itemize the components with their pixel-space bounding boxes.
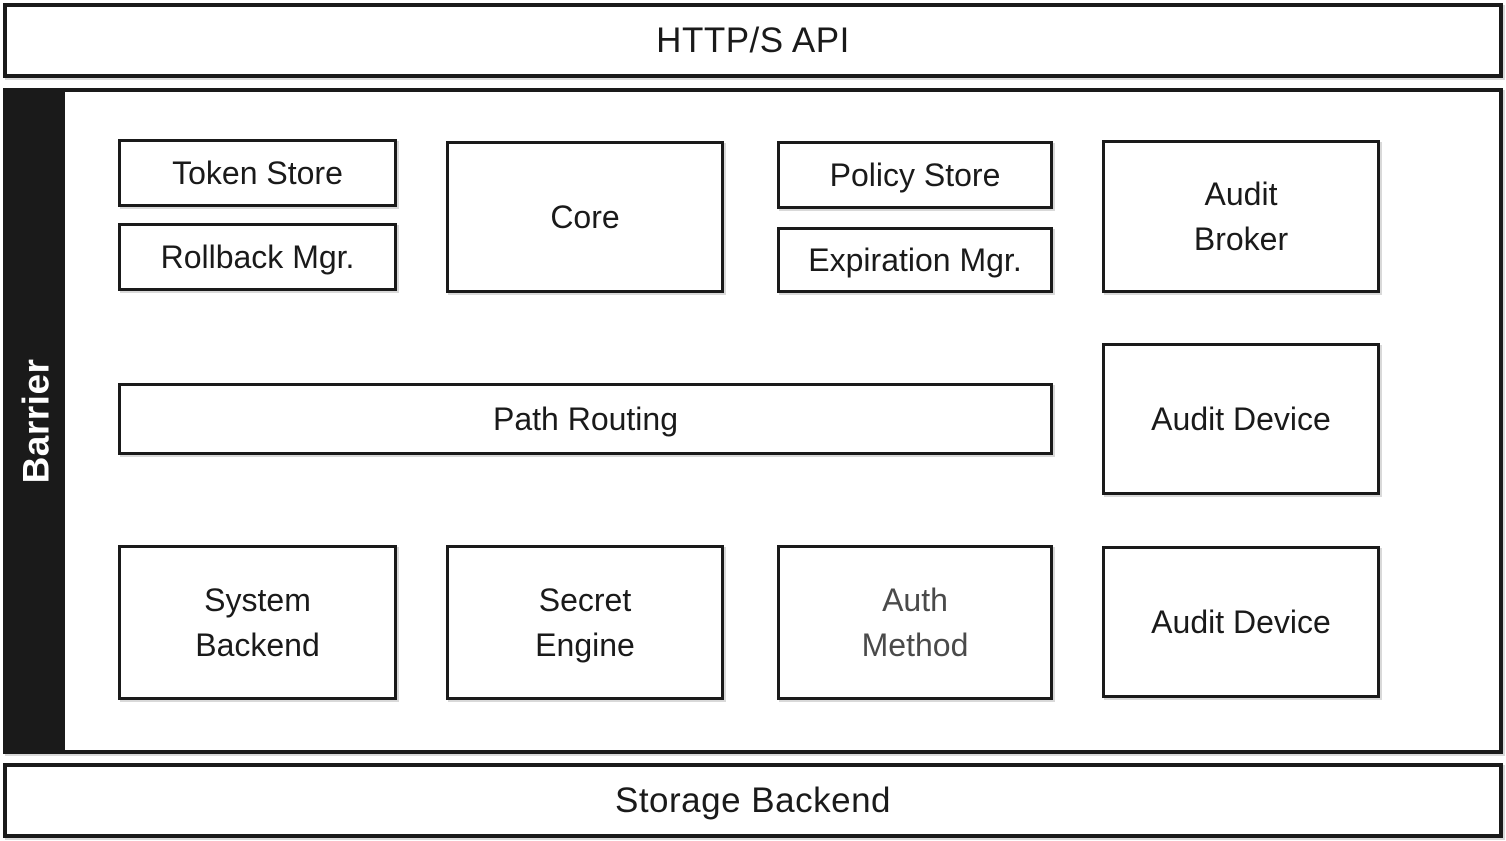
auth-method-box: Auth Method (777, 545, 1053, 700)
expiration-mgr-box: Expiration Mgr. (777, 227, 1053, 293)
path-routing-box: Path Routing (118, 383, 1053, 455)
policy-store-box: Policy Store (777, 141, 1053, 209)
barrier-label: Barrier (15, 358, 57, 484)
barrier-strip: Barrier (7, 92, 65, 750)
http-api-bar: HTTP/S API (3, 3, 1503, 78)
http-api-label: HTTP/S API (656, 20, 850, 60)
rollback-mgr-box: Rollback Mgr. (118, 223, 397, 291)
system-backend-box: System Backend (118, 545, 397, 700)
storage-backend-label: Storage Backend (614, 780, 891, 820)
secret-engine-box: Secret Engine (446, 545, 724, 700)
token-store-box: Token Store (118, 139, 397, 207)
audit-device-bottom-box: Audit Device (1102, 546, 1380, 698)
audit-device-top-box: Audit Device (1102, 343, 1380, 495)
audit-broker-box: Audit Broker (1102, 140, 1380, 293)
storage-backend-bar: Storage Backend (3, 763, 1503, 838)
core-box: Core (446, 141, 724, 293)
